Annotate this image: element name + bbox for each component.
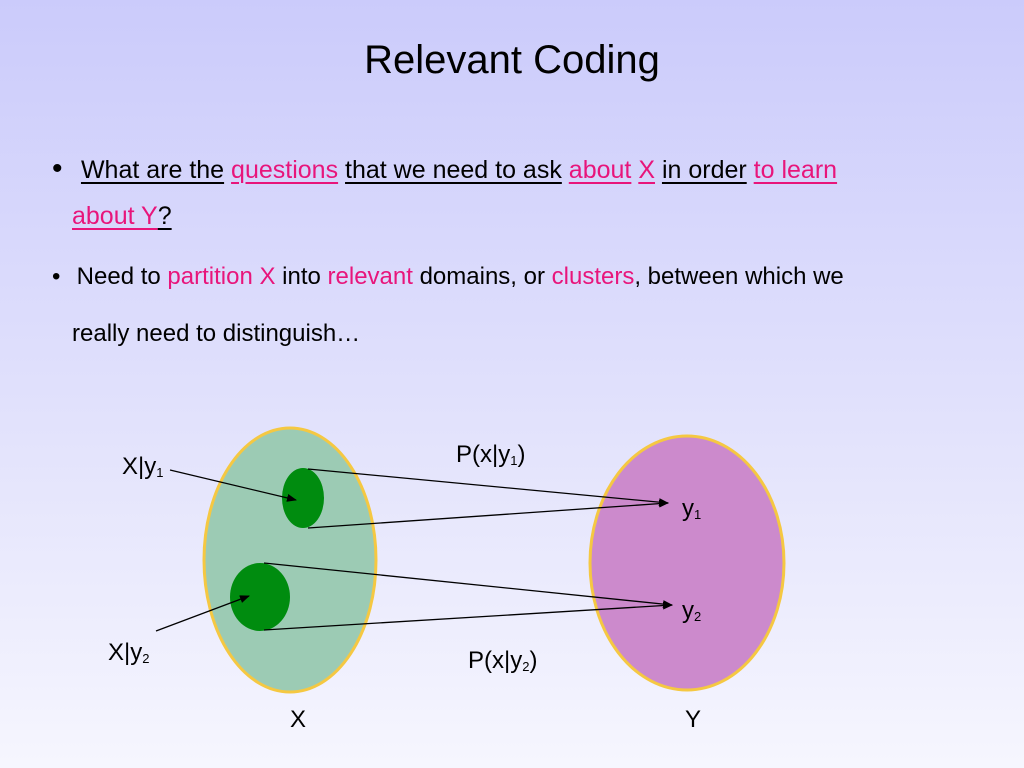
label-x-given-y1: X|y1 [122, 453, 163, 480]
pointer-label-to-cluster1 [169, 469, 297, 502]
arrow-cluster1-bottom-to-y1 [307, 499, 669, 529]
pointer-label-to-cluster2 [155, 595, 250, 632]
cluster-x-given-y2 [230, 563, 290, 631]
bullet-highlight: relevant [327, 263, 413, 290]
bullet-dot: • [52, 152, 63, 185]
label-y2: y2 [682, 597, 701, 624]
bullet-text: , between which we [634, 263, 844, 290]
cluster-x-given-y1 [282, 468, 324, 528]
bullet-text: that we need to ask [345, 156, 562, 184]
bullet-highlight: questions [231, 156, 339, 184]
slide-title: Relevant Coding [364, 38, 660, 82]
set-x-ellipse [202, 426, 378, 694]
arrow-cluster2-bottom-to-y2 [263, 601, 673, 631]
bullet-text: into [282, 263, 321, 290]
bullet-text: ? [157, 202, 172, 230]
set-y-label: Y [685, 706, 701, 733]
bullet-text: What are the [80, 156, 225, 184]
bullet-highlight: about [568, 156, 632, 184]
bullet-highlight: to learn [753, 156, 838, 184]
set-y-ellipse [588, 434, 786, 692]
bullet-highlight: about Y [72, 202, 158, 230]
set-x-label: X [290, 706, 306, 733]
bullet-text: in order [661, 156, 747, 184]
arrow-cluster1-top-to-y1 [307, 468, 669, 507]
bullet-highlight: X [638, 156, 655, 184]
bullet-highlight: clusters [551, 263, 635, 290]
label-x-given-y2: X|y2 [108, 639, 149, 666]
label-p-x-given-y2: P(x|y2) [468, 647, 537, 674]
bullet-highlight: partition X [167, 263, 276, 290]
bullet-partition: • Need to partition X into relevant doma… [52, 248, 972, 362]
bullet-dot: • [52, 263, 61, 290]
bullet-questions: • What are the questions that we need to… [52, 146, 972, 239]
label-p-x-given-y1: P(x|y1) [456, 441, 525, 468]
bullet-text: Need to [76, 263, 161, 290]
label-y1: y1 [682, 495, 701, 522]
arrow-cluster2-top-to-y2 [263, 562, 673, 609]
bullet-text: really need to distinguish… [72, 320, 361, 347]
bullet-text: domains, or [419, 263, 545, 290]
